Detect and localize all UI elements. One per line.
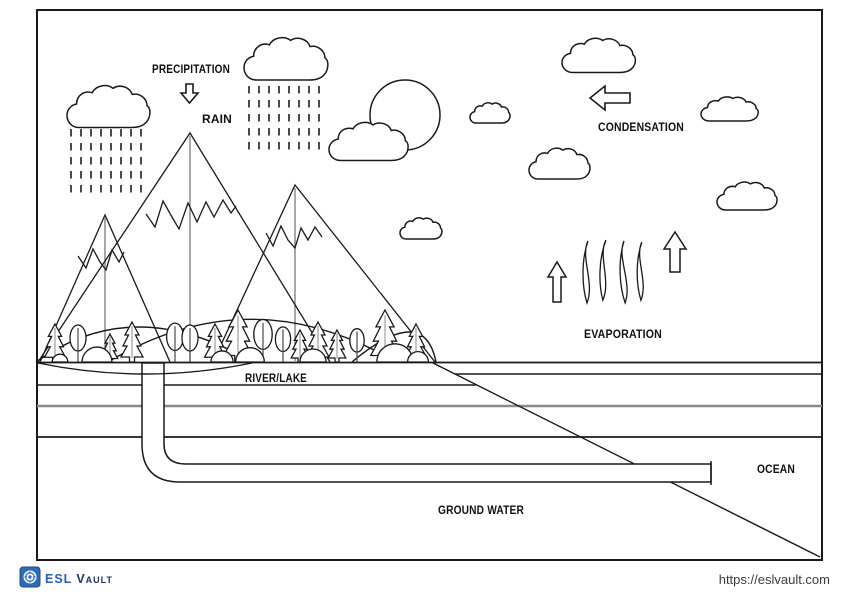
arrow-left-icon	[588, 84, 631, 112]
ocean-slope-line	[432, 362, 821, 558]
ocean-label: OCEAN	[757, 462, 795, 476]
precipitation-label: PRECIPITATION	[152, 62, 230, 76]
snow-line-left	[77, 247, 125, 272]
rain-label: RAIN	[202, 112, 232, 126]
mountain-left	[39, 213, 171, 363]
arrow-down-icon	[179, 83, 200, 105]
site-url: https://eslvault.com	[719, 572, 830, 587]
snow-line-right	[265, 224, 323, 250]
eslvault-logo-icon	[19, 566, 41, 588]
lake-bed-arc	[37, 362, 253, 375]
mountain-right	[212, 183, 436, 363]
condensation-label: CONDENSATION	[598, 120, 684, 134]
underground-layers	[37, 362, 822, 558]
rain-streaks-left	[70, 129, 142, 196]
rain-streaks-top	[248, 86, 320, 153]
mountain-center	[37, 131, 331, 363]
rain-cloud-top	[243, 36, 329, 153]
snow-line-center	[145, 198, 237, 231]
mountains	[37, 131, 436, 363]
arrow-up-small-icon	[546, 260, 568, 303]
brand-esl: ESL	[45, 572, 72, 586]
brand-vault: Vault	[76, 572, 113, 586]
rain-cloud-left	[66, 84, 151, 196]
arrow-up-large-icon	[662, 230, 688, 273]
hill-arc	[351, 331, 437, 363]
brand-text: ESL Vault	[45, 572, 113, 586]
evaporation-label: EVAPORATION	[584, 327, 662, 341]
ground-water-label: GROUND WATER	[438, 503, 524, 517]
river-lake-label: RIVER/LAKE	[245, 371, 307, 385]
footer: ESL Vault https://eslvault.com	[19, 566, 830, 588]
